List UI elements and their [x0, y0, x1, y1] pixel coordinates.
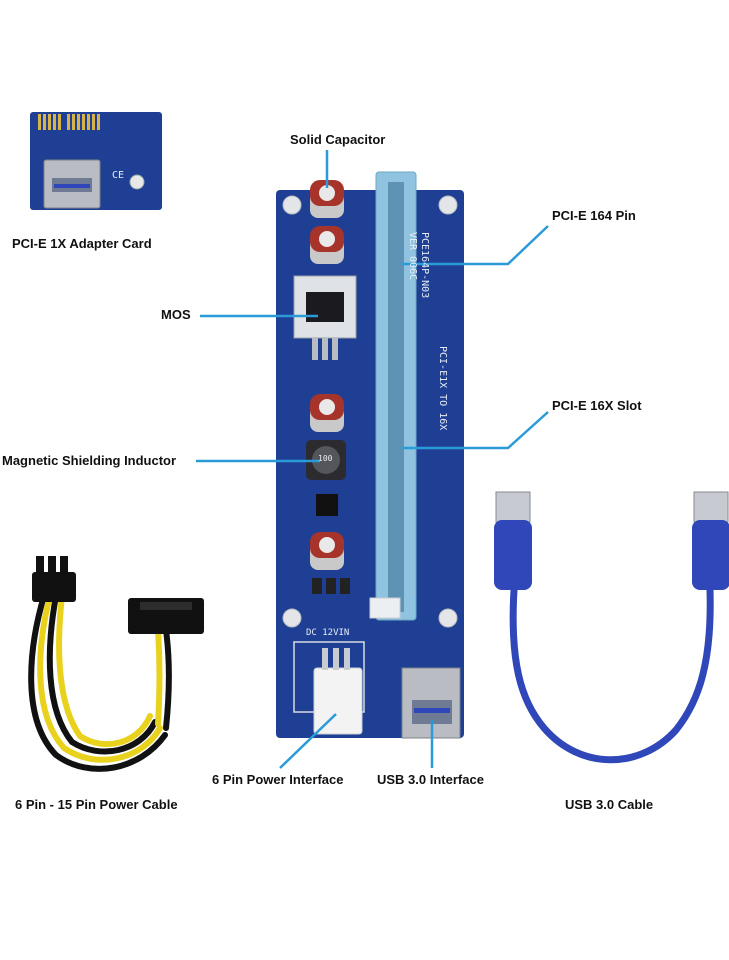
capacitor — [310, 226, 344, 264]
svg-text:CE: CE — [112, 170, 124, 181]
sata-15-pin-connector — [128, 598, 204, 634]
power-cable — [28, 593, 172, 772]
pcie-1x-adapter-card: CE — [30, 112, 162, 210]
board-model-text: PCE164P-N03 — [419, 232, 430, 299]
capacitor — [310, 532, 344, 570]
pcie-16x-slot-label: PCI-E 16X Slot — [552, 398, 642, 413]
magnetic-inductor-label: Magnetic Shielding Inductor — [2, 453, 177, 468]
six-pin-interface-label: 6 Pin Power Interface — [212, 772, 344, 787]
riser-board — [276, 171, 464, 739]
mos-label: MOS — [161, 307, 191, 322]
usb-interface-label: USB 3.0 Interface — [377, 772, 484, 787]
inductor — [306, 440, 346, 480]
mos-chip — [293, 275, 357, 360]
callout-lines — [196, 150, 549, 769]
board-version-text: VER 006C — [407, 232, 418, 281]
capacitor — [310, 180, 344, 218]
six-pin-power-header — [293, 641, 365, 735]
usb-cable-label: USB 3.0 Cable — [565, 797, 654, 812]
inductor-marking: 100 — [318, 454, 333, 463]
usb-cable — [494, 491, 729, 764]
power-cable-label: 6 Pin - 15 Pin Power Cable — [15, 797, 178, 812]
capacitor — [310, 394, 344, 432]
solid-capacitor-label: Solid Capacitor — [290, 132, 386, 147]
six-pin-connector — [32, 556, 76, 602]
board-slot-text: PCI-E1X TO 16X — [437, 346, 448, 431]
adapter-card-label: PCI-E 1X Adapter Card — [12, 236, 152, 251]
power-header-text: DC 12VIN — [306, 628, 350, 638]
pcie-164-pin-label: PCI-E 164 Pin — [552, 208, 636, 223]
